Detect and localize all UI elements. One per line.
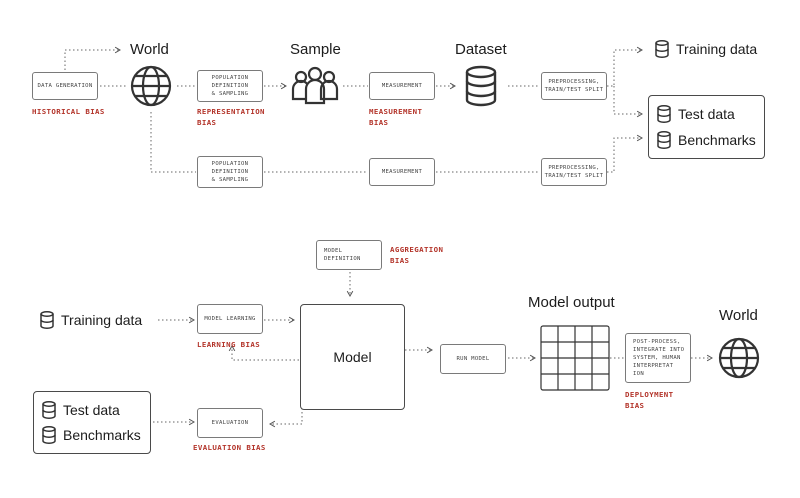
test-data-label: Test data — [678, 106, 735, 122]
measurement-box-top: MEASUREMENT — [369, 72, 435, 100]
test-benchmarks-box-bottom: Test data Benchmarks — [33, 391, 151, 454]
training-data-bottom: Training data — [40, 311, 142, 329]
database-icon — [42, 426, 56, 444]
learning-bias-label: LEARNING BIAS — [197, 340, 261, 349]
wire-model-to-learn — [228, 345, 299, 361]
model-output-title: Model output — [528, 294, 615, 311]
wire-pre-down — [613, 86, 643, 118]
globe-icon-bottom — [716, 335, 762, 381]
dataset-title: Dataset — [455, 41, 507, 58]
model-label: Model — [333, 349, 372, 365]
model-definition-box: MODEL DEFINITION — [316, 240, 382, 270]
training-data-top: Training data — [655, 40, 757, 58]
historical-bias-label: HISTORICAL BIAS — [32, 107, 105, 116]
data-generation-box: DATA GENERATION — [32, 72, 98, 100]
database-icon — [655, 40, 669, 58]
training-data-label-bottom: Training data — [61, 312, 143, 328]
training-data-label: Training data — [676, 41, 758, 57]
database-icon — [42, 401, 56, 419]
evaluation-box: EVALUATION — [197, 408, 263, 438]
model-box: Model — [300, 304, 405, 410]
people-icon — [289, 65, 341, 105]
sample-title: Sample — [290, 41, 341, 58]
world-title-top: World — [130, 41, 169, 58]
world-title-bottom: World — [719, 307, 758, 324]
aggregation-bias-label: AGGREGATION BIAS — [390, 245, 444, 265]
grid-output-icon — [540, 325, 610, 391]
measurement-bias-label: MEASUREMENT BIAS — [369, 107, 423, 127]
measurement-box-lower: MEASUREMENT — [369, 158, 435, 186]
test-benchmarks-box-top: Test data Benchmarks — [648, 95, 765, 159]
deployment-bias-label: DEPLOYMENT BIAS — [625, 390, 674, 410]
database-icon — [657, 131, 671, 149]
wire-world-up — [64, 46, 121, 70]
database-icon-dataset — [463, 65, 499, 107]
benchmarks-label: Benchmarks — [678, 132, 756, 148]
benchmarks-label-bottom: Benchmarks — [63, 427, 141, 443]
population-definition-box-lower: POPULATION DEFINITION & SAMPLING — [197, 156, 263, 188]
wire-pre-up — [607, 46, 643, 87]
globe-icon — [128, 63, 174, 109]
wire-world-down — [150, 112, 196, 173]
population-definition-box: POPULATION DEFINITION & SAMPLING — [197, 70, 263, 102]
database-icon — [657, 105, 671, 123]
post-process-box: POST-PROCESS, INTEGRATE INTO SYSTEM, HUM… — [625, 333, 691, 383]
preprocessing-box-lower: PREPROCESSING, TRAIN/TEST SPLIT — [541, 158, 607, 186]
evaluation-bias-label: EVALUATION BIAS — [193, 443, 266, 452]
database-icon — [40, 311, 54, 329]
preprocessing-box-top: PREPROCESSING, TRAIN/TEST SPLIT — [541, 72, 607, 100]
model-learning-box: MODEL LEARNING — [197, 304, 263, 334]
wire-pre2-to-test — [607, 134, 643, 173]
test-data-label-bottom: Test data — [63, 402, 120, 418]
run-model-box: RUN MODEL — [440, 344, 506, 374]
representation-bias-label: REPRESENTATION BIAS — [197, 107, 265, 127]
